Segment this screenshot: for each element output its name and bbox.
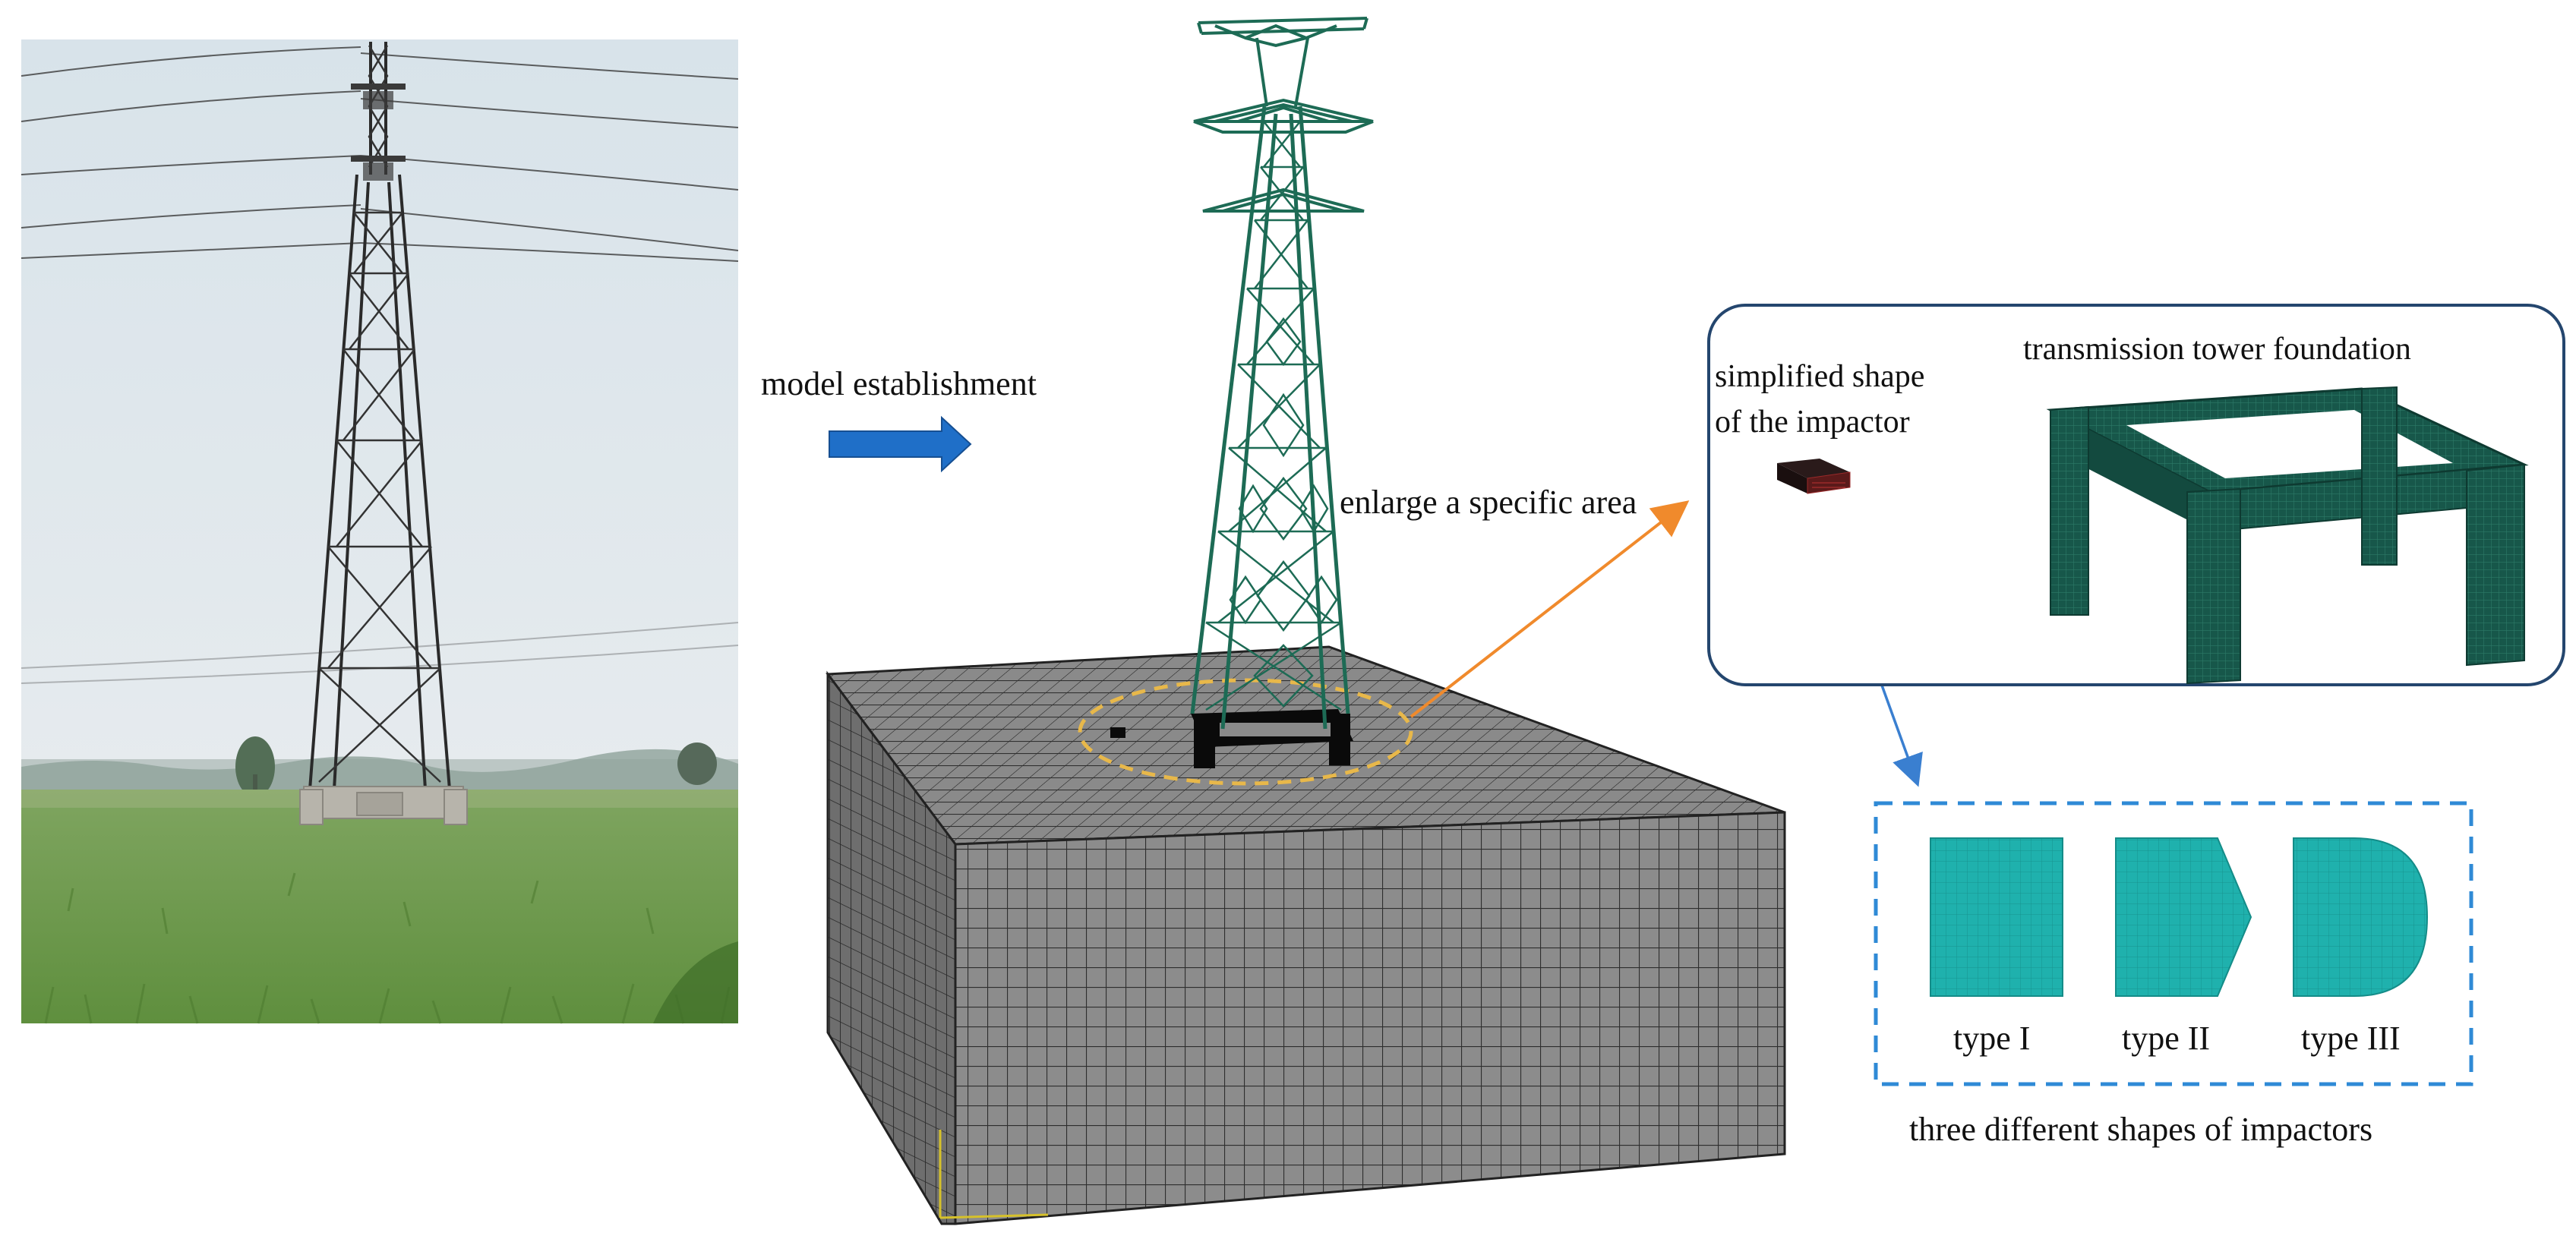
impactor-type-2-shape (2115, 837, 2252, 997)
simplified-shape-label-line2: of the impactor (1715, 405, 1910, 440)
enlarge-area-label: enlarge a specific area (1340, 484, 1637, 521)
three-shapes-caption: three different shapes of impactors (1909, 1111, 2373, 1148)
right-arrow-icon (829, 415, 972, 473)
impactor-block-icon (1777, 459, 1851, 494)
impactor-marker (1110, 727, 1125, 738)
highlight-ellipse (1078, 678, 1413, 786)
soil-mesh-block (826, 645, 1786, 1225)
lattice-tower-model (1190, 17, 1374, 730)
transmission-tower-photo (21, 39, 739, 1024)
type-2-label: type II (2122, 1020, 2211, 1057)
enlarge-leader-arrow (1410, 500, 1690, 718)
type-3-label: type III (2301, 1020, 2401, 1057)
model-establishment-label: model establishment (761, 365, 1037, 402)
type-1-label: type I (1953, 1020, 2031, 1057)
simplified-shape-label-line1: simplified shape (1715, 359, 1925, 394)
impactor-type-1-shape (1930, 837, 2063, 997)
foundation-model-3d (2046, 386, 2529, 685)
foundation-on-mesh (1191, 709, 1353, 768)
foundation-label: transmission tower foundation (2023, 332, 2411, 367)
impactor-type-3-shape (2293, 837, 2429, 997)
